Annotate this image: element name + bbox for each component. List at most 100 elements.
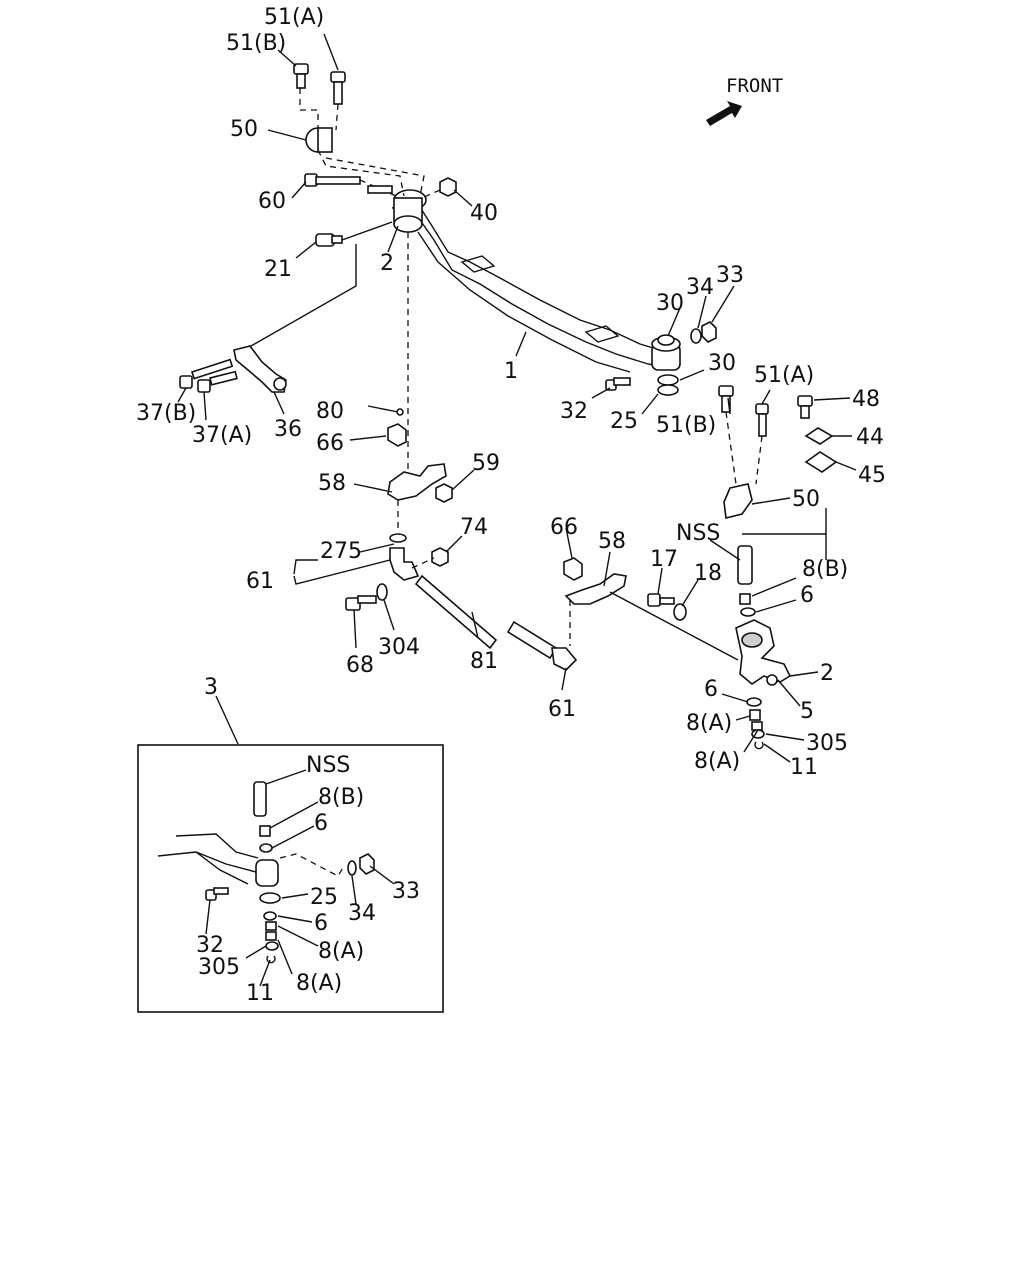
inset-callout-11: 11 bbox=[246, 981, 274, 1006]
bushing-8a-b-icon bbox=[751, 721, 763, 731]
inset-callout-305: 305 bbox=[198, 955, 240, 980]
bushing-8b-icon bbox=[739, 593, 751, 605]
inset-callout-8b: 8(B) bbox=[318, 785, 364, 810]
bolt-48-icon bbox=[797, 395, 813, 419]
callout-74: 74 bbox=[460, 515, 488, 540]
inset-washer-6-bottom-icon bbox=[263, 911, 277, 921]
bolt-60-icon bbox=[304, 173, 361, 187]
callout-59: 59 bbox=[472, 451, 500, 476]
callout-8b-main: 8(B) bbox=[802, 557, 848, 582]
bolt-51b-top-icon bbox=[293, 63, 309, 89]
inset-bushing-8a-a-icon bbox=[265, 921, 277, 931]
bracket-50-top bbox=[305, 127, 333, 153]
bolt-37b-icon bbox=[179, 358, 234, 389]
inset-nut-33-icon bbox=[359, 853, 375, 875]
callout-48: 48 bbox=[852, 387, 880, 412]
washer-6-bottom-icon bbox=[746, 697, 762, 707]
tie-rod-end-61-left bbox=[389, 547, 420, 581]
callout-6-main-a: 6 bbox=[800, 583, 814, 608]
callout-17: 17 bbox=[650, 547, 678, 572]
callout-45: 45 bbox=[858, 463, 886, 488]
inset-bushing-8b-icon bbox=[259, 825, 271, 837]
inset-snap-ring-11-icon bbox=[266, 955, 276, 964]
callout-66-mid: 66 bbox=[550, 515, 578, 540]
callout-33-top: 33 bbox=[716, 263, 744, 288]
inset-washer-34-icon bbox=[347, 860, 357, 876]
plate-45-icon bbox=[804, 451, 838, 473]
bolt-51a-right-icon bbox=[755, 403, 769, 437]
inset-callout-8a-b: 8(A) bbox=[296, 971, 342, 996]
callout-8a-main-a: 8(A) bbox=[686, 711, 732, 736]
callout-58-mid: 58 bbox=[598, 529, 626, 554]
callout-5: 5 bbox=[800, 699, 814, 724]
arm-58-right bbox=[564, 573, 627, 605]
washer-18-icon bbox=[673, 603, 687, 621]
callout-36: 36 bbox=[274, 417, 302, 442]
tie-rod-81 bbox=[414, 574, 558, 660]
callout-81: 81 bbox=[470, 649, 498, 674]
washer-304-icon bbox=[376, 583, 388, 601]
inset-callout-34: 34 bbox=[348, 901, 376, 926]
callout-11-main: 11 bbox=[790, 755, 818, 780]
inset-callout-32: 32 bbox=[196, 933, 224, 958]
nut-59-icon bbox=[435, 483, 453, 503]
plate-44-icon bbox=[804, 427, 834, 445]
bolt-51b-right-icon bbox=[718, 385, 734, 413]
left-knuckle-top bbox=[393, 189, 427, 233]
leader-lines bbox=[177, 33, 857, 763]
bolt-17-icon bbox=[647, 593, 675, 607]
callout-3: 3 bbox=[204, 675, 218, 700]
callout-1: 1 bbox=[504, 359, 518, 384]
arm-58-left bbox=[387, 463, 447, 501]
callout-30-b: 30 bbox=[708, 351, 736, 376]
callout-51b-right: 51(B) bbox=[656, 413, 716, 438]
callout-304: 304 bbox=[378, 635, 420, 660]
inset-bolt-32-icon bbox=[205, 887, 229, 901]
callout-51a-right: 51(A) bbox=[754, 363, 814, 388]
inset-washer-25-icon bbox=[259, 892, 281, 904]
fitting-21-icon bbox=[315, 233, 343, 247]
callout-8a-main-b: 8(A) bbox=[694, 749, 740, 774]
callout-37a: 37(A) bbox=[192, 423, 252, 448]
snap-ring-11-icon bbox=[754, 741, 764, 750]
callout-61-mid: 61 bbox=[548, 697, 576, 722]
inset-callout-nss: NSS bbox=[306, 753, 350, 778]
callout-58-left: 58 bbox=[318, 471, 346, 496]
washer-30-a-icon bbox=[657, 334, 675, 346]
bracket-50-right bbox=[723, 483, 753, 519]
arm-36 bbox=[233, 345, 287, 393]
inset-callout-6-b: 6 bbox=[314, 911, 328, 936]
front-arrow-icon bbox=[706, 101, 742, 126]
inset-frame bbox=[137, 744, 444, 1013]
callout-37b: 37(B) bbox=[136, 401, 196, 426]
inset-callout-25: 25 bbox=[310, 885, 338, 910]
callout-50-top: 50 bbox=[230, 117, 258, 142]
inset-washer-6-top-icon bbox=[259, 843, 273, 853]
nut-40-icon bbox=[439, 177, 457, 197]
callout-2-right: 2 bbox=[820, 661, 834, 686]
callout-nss-main: NSS bbox=[676, 521, 720, 546]
callout-25-main: 25 bbox=[610, 409, 638, 434]
nut-33-top-icon bbox=[701, 321, 717, 343]
inset-beam-boss bbox=[255, 859, 279, 887]
washer-25-icon bbox=[657, 384, 679, 396]
front-label: FRONT bbox=[726, 75, 783, 97]
callout-30-a: 30 bbox=[656, 291, 684, 316]
pin-80-icon bbox=[367, 405, 404, 416]
callout-2-top: 2 bbox=[380, 251, 394, 276]
kingpin-nss-icon bbox=[737, 545, 753, 585]
inset-callout-8a-a: 8(A) bbox=[318, 939, 364, 964]
callout-6-main-b: 6 bbox=[704, 677, 718, 702]
tie-rod-end-61-mid bbox=[551, 647, 578, 671]
inset-seal-305-icon bbox=[265, 941, 279, 951]
washer-34-top-icon bbox=[690, 328, 702, 344]
nut-66-left-icon bbox=[387, 423, 407, 447]
callout-305-main: 305 bbox=[806, 731, 848, 756]
cap-5-icon bbox=[766, 674, 778, 686]
callout-40: 40 bbox=[470, 201, 498, 226]
callout-51b-top: 51(B) bbox=[226, 31, 286, 56]
callout-61-left: 61 bbox=[246, 569, 274, 594]
bolt-68-icon bbox=[345, 595, 377, 611]
washer-6-top-icon bbox=[740, 607, 756, 617]
